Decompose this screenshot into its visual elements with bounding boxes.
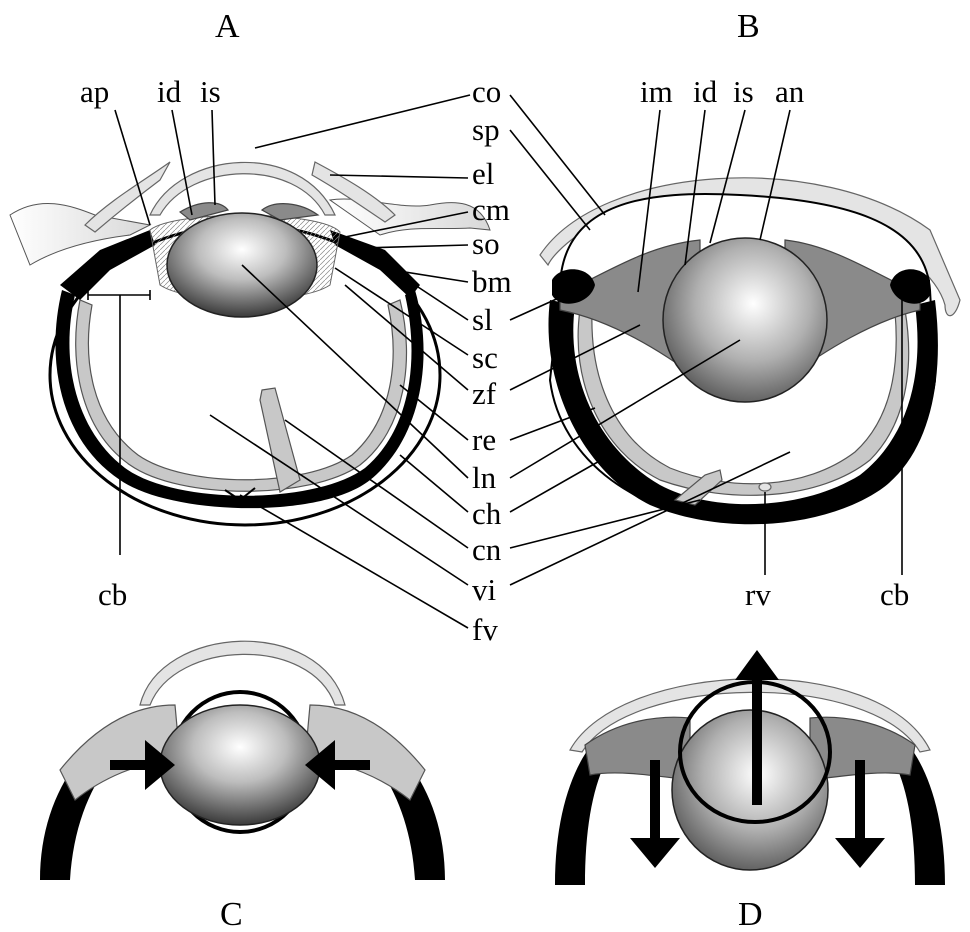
lens-b [663,238,827,402]
label-an: an [775,74,805,109]
label-ln: ln [472,460,497,495]
label-is: is [200,74,221,109]
panel-b [540,178,960,524]
cornea-c [140,641,345,705]
retinal-vessel-b [759,483,771,491]
label-rv: rv [745,577,771,612]
lens-d [672,710,828,870]
label-el: el [472,156,494,191]
panel-label-c: C [220,896,243,932]
panel-d [555,650,945,885]
lens-c [160,705,320,825]
label-id: id [157,74,182,109]
panel-label-b: B [737,8,760,45]
panel-c [40,641,445,880]
panel-label-d: D [738,896,763,932]
panel-label-a: A [215,8,240,45]
label-ch: ch [472,496,502,531]
label-so: so [472,226,500,261]
label-sl: sl [472,302,493,337]
cornea-a [150,162,335,215]
label-fv: fv [472,612,498,647]
label-cn: cn [472,532,502,567]
label-zf: zf [472,376,497,411]
label-bm: bm [472,264,512,299]
label-cb-b: cb [880,577,909,612]
label-im: im [640,74,673,109]
label-is-b: is [733,74,754,109]
skin-right [330,199,490,235]
label-cm: cm [472,192,510,227]
label-vi: vi [472,572,497,607]
label-id-b: id [693,74,718,109]
label-re: re [472,422,496,457]
label-co: co [472,74,501,109]
label-cb-a: cb [98,577,127,612]
label-sc: sc [472,340,498,375]
label-ap: ap [80,74,109,109]
label-sp: sp [472,112,500,147]
panel-a [10,162,490,555]
